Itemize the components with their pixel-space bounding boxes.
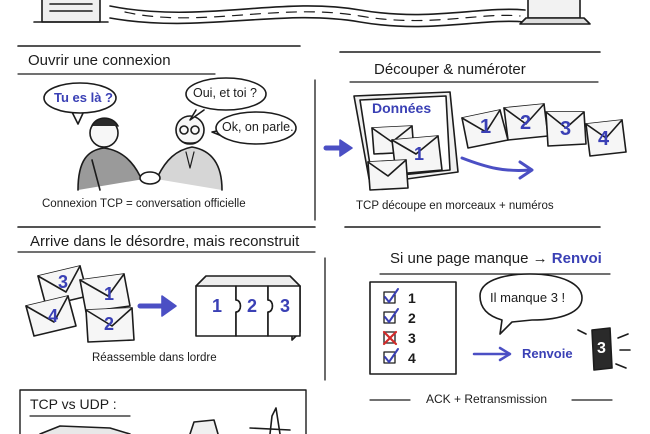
server-icon: [33, 0, 109, 23]
small-envelope-number: 1: [414, 144, 425, 164]
checklist-num-3: 3: [408, 330, 416, 346]
panel4-caption: ACK + Retransmission: [426, 392, 548, 406]
bubble-right-top-text: Oui, et toi ?: [193, 86, 257, 100]
panel1-caption: Connexion TCP = conversation officielle: [42, 198, 246, 210]
scattered-num-1: 1: [104, 284, 115, 304]
panel3-caption: Réassemble dans lordre: [92, 352, 217, 364]
panel2-caption: TCP découpe en morceaux + numéros: [356, 200, 554, 212]
panel1-title: Ouvrir une connexion: [28, 52, 171, 69]
envelope-num-1: 1: [480, 116, 492, 138]
panel3-title: Arrive dans le désordre, mais reconstrui…: [30, 233, 300, 250]
phone-number: 3: [597, 340, 606, 357]
envelope-num-4: 4: [598, 128, 610, 150]
scattered-num-2: 2: [104, 314, 115, 334]
puzzle-illustration: [195, 275, 301, 341]
phone-icon: [577, 327, 631, 371]
scattered-num-4: 4: [48, 306, 59, 326]
bubble-left-text: Tu es là ?: [54, 90, 113, 105]
puzzle-num-3: 3: [280, 296, 291, 316]
panel2-title: Découper & numéroter: [374, 61, 526, 78]
checklist-num-2: 2: [408, 310, 416, 326]
puzzle-num-1: 1: [212, 296, 223, 316]
panel5-title: TCP vs UDP :: [30, 396, 117, 412]
scattered-num-3: 3: [58, 272, 69, 292]
checklist-num-1: 1: [408, 290, 416, 306]
panel4-title: Si une page manque → Renvoi: [390, 250, 602, 267]
missing-cross-icon: [382, 330, 398, 346]
bubble-right-bottom-text: Ok, on parle.: [222, 120, 294, 134]
panel4-title-suffix: Renvoi: [551, 250, 602, 267]
arrow-right-icon: →: [532, 250, 548, 267]
missing-bubble-text: Il manque 3 !: [490, 290, 566, 305]
panel4-title-prefix: Si une page manque: [390, 250, 529, 267]
resend-label: Renvoie: [522, 346, 573, 361]
envelope-num-2: 2: [520, 112, 532, 134]
doc-label: Données: [372, 100, 432, 116]
handshake-illustration: [77, 115, 223, 191]
envelope-num-3: 3: [560, 118, 572, 140]
laptop-icon: [519, 0, 591, 25]
checklist-num-4: 4: [408, 350, 416, 366]
puzzle-num-2: 2: [247, 296, 258, 316]
